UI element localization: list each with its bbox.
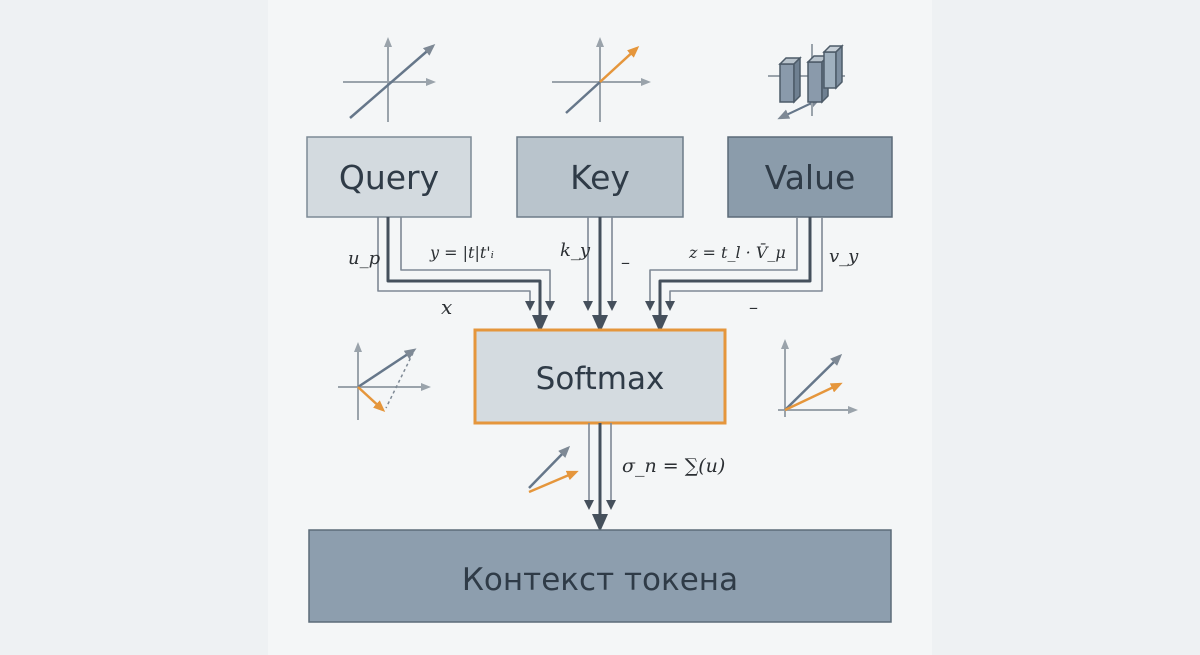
query-box	[306, 136, 472, 218]
softmax-connectors	[584, 423, 616, 532]
vector-plot-icon	[343, 37, 436, 122]
vector-projection-icon	[338, 342, 431, 420]
context-label: Контекст токена	[462, 562, 738, 598]
softmax-box	[473, 328, 727, 425]
vector-plot-orange-icon	[552, 37, 651, 122]
key-box	[516, 136, 684, 218]
formula-x-symbol: x	[441, 295, 452, 319]
formula-dash-right: –	[749, 297, 758, 318]
vector-pair-icon	[778, 339, 858, 417]
softmax-label: Softmax	[536, 361, 665, 397]
query-connectors	[377, 217, 555, 333]
value-connectors	[645, 217, 823, 333]
value-label: Value	[765, 158, 856, 197]
context-box	[308, 529, 892, 623]
formula-value-mid: z = t_l · V̄_μ	[688, 241, 786, 262]
query-label: Query	[339, 158, 439, 197]
formula-key-left: k_y	[560, 240, 591, 261]
small-vector-pair-icon	[528, 445, 579, 494]
formula-query-mid: y = |t|t'ᵢ	[429, 243, 494, 262]
formula-sigma: σ_n = ∑(u)	[622, 455, 725, 477]
key-connectors	[583, 217, 617, 333]
formula-key-right: –	[621, 252, 630, 273]
formula-value-right: v_y	[829, 246, 859, 267]
value-box	[727, 136, 893, 218]
formula-query-left: u_p	[348, 248, 381, 269]
bar-cubes-icon	[768, 44, 845, 120]
key-label: Key	[570, 158, 630, 197]
